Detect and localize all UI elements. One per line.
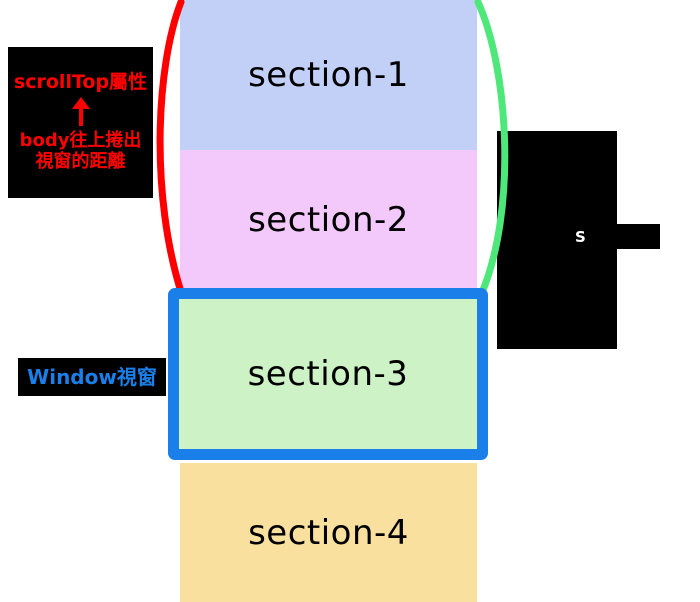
window-viewport-frame: section-3	[168, 288, 488, 460]
arrow-up-icon	[69, 97, 93, 127]
scroll-extent-panel-label: S	[575, 228, 586, 246]
scrolltop-annotation-desc-1: body往上捲出	[19, 130, 142, 152]
section-3-block: section-3	[179, 299, 477, 449]
redaction-bar-secondary	[555, 247, 617, 263]
scrolltop-annotation: scrollTop屬性 body往上捲出 視窗的距離	[8, 47, 153, 198]
scrolltop-annotation-title: scrollTop屬性	[13, 71, 148, 94]
window-annotation: Window視窗	[18, 358, 166, 396]
section-4-block: section-4	[180, 463, 477, 602]
section-1-block: section-1	[180, 0, 477, 150]
redaction-bar-primary	[592, 224, 660, 249]
scrolltop-annotation-desc-2: 視窗的距離	[35, 150, 126, 172]
window-annotation-label: Window視窗	[27, 364, 157, 389]
section-2-block: section-2	[180, 150, 477, 290]
